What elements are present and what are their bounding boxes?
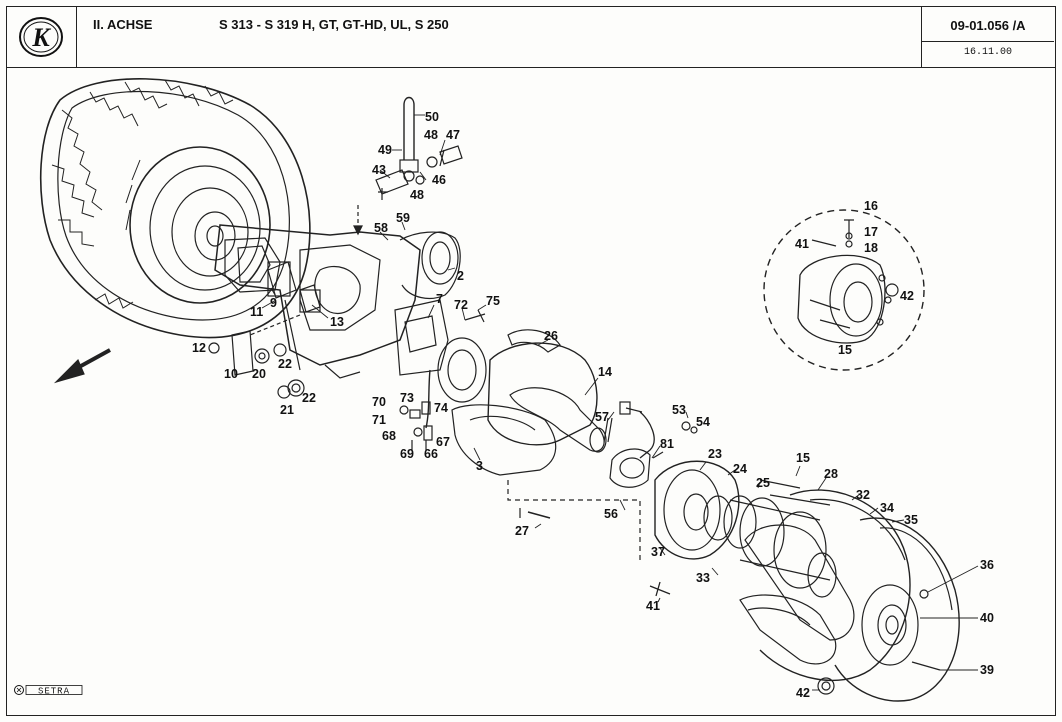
callout-72: 72 (454, 298, 468, 312)
model-list: S 313 - S 319 H, GT, GT-HD, UL, S 250 (219, 17, 449, 32)
callout-58: 58 (374, 221, 388, 235)
brake-drum (654, 460, 855, 641)
callout-70: 70 (372, 395, 386, 409)
callout-26: 26 (544, 329, 558, 343)
callout-66: 66 (424, 447, 438, 461)
callout-11: 11 (250, 305, 263, 319)
callout-59: 59 (396, 211, 410, 225)
setra-logo-icon: SETRA (14, 685, 83, 697)
callout-50: 50 (425, 110, 439, 124)
kaessbohrer-logo-icon: K (19, 17, 63, 57)
callout-20: 20 (252, 367, 266, 381)
callout-24: 24 (733, 462, 747, 476)
callout-13: 13 (330, 315, 344, 329)
callout-22: 22 (278, 357, 292, 371)
brand-text: SETRA (38, 687, 70, 697)
callout-40: 40 (980, 611, 994, 625)
callout-12: 12 (192, 341, 206, 355)
callout-14: 14 (598, 365, 612, 379)
logo-letter: K (31, 23, 51, 52)
callout-48: 48 (424, 128, 438, 142)
hub-carrier (437, 329, 607, 476)
callout-67: 67 (436, 435, 450, 449)
callout-39: 39 (980, 663, 994, 677)
callout-labels: 50 49 48 47 46 43 48 59 58 2 9 11 13 7 7… (192, 110, 994, 700)
callout-43: 43 (372, 163, 386, 177)
callout-47: 47 (446, 128, 460, 142)
title-block: K II. ACHSE S 313 - S 319 H, GT, GT-HD, … (6, 6, 1056, 68)
left-small-parts (208, 261, 321, 399)
breather-assembly (353, 96, 463, 236)
callout-75: 75 (486, 294, 500, 308)
axle-housing (214, 224, 461, 379)
logo-cell: K (7, 7, 77, 67)
callout-56: 56 (604, 507, 618, 521)
detail-inset (763, 209, 925, 371)
drawing-linework (39, 78, 979, 702)
brake-line-parts (399, 309, 486, 450)
callout-15-inset: 15 (838, 343, 852, 357)
callout-32: 32 (856, 488, 870, 502)
callout-71: 71 (372, 413, 386, 427)
callout-28: 28 (824, 467, 838, 481)
callout-53: 53 (672, 403, 686, 417)
callout-9: 9 (270, 296, 277, 310)
direction-arrow-icon (53, 348, 111, 384)
callout-41-inset: 41 (795, 237, 809, 251)
tire-icon (39, 78, 311, 339)
callout-41: 41 (646, 599, 660, 613)
callout-48-lower: 48 (410, 188, 424, 202)
section-title: II. ACHSE (93, 17, 153, 32)
callout-36: 36 (980, 558, 994, 572)
callout-33: 33 (696, 571, 710, 585)
callout-35: 35 (904, 513, 918, 527)
callout-25: 25 (756, 476, 770, 490)
callout-21: 21 (280, 403, 294, 417)
callout-54: 54 (696, 415, 710, 429)
callout-68: 68 (382, 429, 396, 443)
callout-46: 46 (432, 173, 446, 187)
brand-mark: SETRA (14, 683, 86, 701)
callout-16: 16 (864, 199, 878, 213)
callout-10: 10 (224, 367, 238, 381)
callout-23: 23 (708, 447, 722, 461)
callout-34: 34 (880, 501, 894, 515)
document-number: 09-01.056 /A (950, 18, 1026, 33)
callout-18: 18 (864, 241, 878, 255)
callout-27: 27 (515, 524, 529, 538)
callout-81: 81 (660, 437, 674, 451)
callout-37: 37 (651, 545, 665, 559)
callout-2: 2 (457, 269, 464, 283)
number-divider (922, 41, 1054, 42)
callout-22-lower: 22 (302, 391, 316, 405)
document-date: 16.11.00 (963, 47, 1012, 58)
sensor-assembly (603, 401, 698, 488)
callout-3: 3 (476, 459, 483, 473)
callout-49: 49 (378, 143, 392, 157)
callout-57: 57 (595, 410, 609, 424)
callout-15: 15 (796, 451, 810, 465)
callout-73: 73 (400, 391, 414, 405)
callout-17: 17 (864, 225, 878, 239)
callout-69: 69 (400, 447, 414, 461)
callout-42: 42 (796, 686, 810, 700)
document-number-cell: 09-01.056 /A 16.11.00 (921, 7, 1055, 67)
callout-42-inset: 42 (900, 289, 914, 303)
leader-lines (261, 114, 979, 691)
drawing-frame (6, 66, 1056, 716)
callout-74: 74 (434, 401, 448, 415)
twin-wheel-rims (507, 480, 960, 702)
callout-7: 7 (436, 292, 443, 306)
